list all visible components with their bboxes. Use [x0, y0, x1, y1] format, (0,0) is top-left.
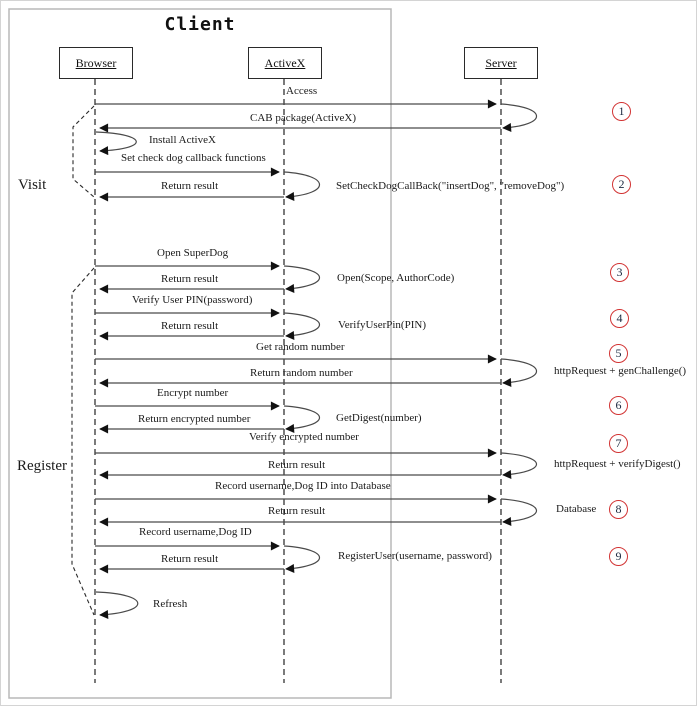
message-label-access: Access [286, 85, 318, 97]
message-label-genchallenge: httpRequest + genChallenge() [554, 365, 687, 377]
phase-label-visit: Visit [18, 177, 47, 193]
message-label-return-encrypted: Return encrypted number [138, 413, 251, 425]
message-arrows [95, 99, 537, 620]
message-label-verify-encrypted: Verify encrypted number [249, 431, 359, 443]
message-label-return-result-5: Return result [268, 505, 326, 517]
message-label-return-result-1: Return result [161, 180, 219, 192]
actor-activex-label: ActiveX [264, 55, 306, 70]
actor-server-label: Server [485, 55, 517, 70]
message-label-database: Database [556, 503, 597, 515]
message-label-verify-user-pin: Verify User PIN(password) [132, 294, 253, 306]
message-label-return-result-6: Return result [161, 553, 219, 565]
loop-activex-4 [283, 405, 320, 433]
diagram-title: Client [164, 14, 236, 35]
message-label-return-random: Return random number [250, 367, 353, 379]
lifelines [94, 79, 502, 683]
loop-server-3 [500, 452, 537, 479]
message-label-return-result-3: Return result [161, 320, 219, 332]
message-label-record-into-db: Record username,Dog ID into Database [215, 480, 391, 492]
step-badge-9: 9 [609, 547, 628, 566]
message-label-return-result-4: Return result [268, 459, 326, 471]
step-badge-5: 5 [609, 344, 628, 363]
step-badge-4: 4 [610, 309, 629, 328]
message-label-set-check-dog: Set check dog callback functions [121, 152, 266, 164]
step-badge-8: 8 [609, 500, 628, 519]
client-boundary-box [8, 8, 392, 699]
message-label-setcheckdogcallback: SetCheckDogCallBack("insertDog", "remove… [336, 180, 565, 192]
actor-browser: Browser [59, 47, 133, 79]
message-label-refresh: Refresh [153, 598, 188, 610]
message-label-open-superdog: Open SuperDog [157, 247, 229, 259]
message-label-encrypt-number: Encrypt number [157, 387, 229, 399]
phase-brackets [71, 105, 95, 616]
visit-bracket [72, 105, 95, 198]
message-label-verifyuserpin: VerifyUserPin(PIN) [338, 319, 426, 331]
step-badge-7: 7 [609, 434, 628, 453]
loop-refresh [95, 591, 139, 620]
loop-activex-1 [283, 171, 320, 201]
message-label-registeruser: RegisterUser(username, password) [338, 550, 492, 562]
message-label-verifydigest: httpRequest + verifyDigest() [554, 458, 681, 470]
message-label-cab-package: CAB package(ActiveX) [250, 112, 356, 124]
message-label-record-username: Record username,Dog ID [139, 526, 252, 538]
actor-activex: ActiveX [248, 47, 322, 79]
loop-activex-5 [283, 545, 320, 573]
actor-browser-label: Browser [75, 55, 117, 70]
message-label-return-result-2: Return result [161, 273, 219, 285]
step-badge-2: 2 [612, 175, 631, 194]
step-badge-3: 3 [610, 263, 629, 282]
step-badge-6: 6 [609, 396, 628, 415]
message-label-open-scope: Open(Scope, AuthorCode) [337, 272, 455, 284]
register-bracket [71, 267, 95, 616]
message-label-install-activex: Install ActiveX [149, 134, 216, 146]
message-label-get-random: Get random number [256, 341, 345, 353]
message-label-getdigest: GetDigest(number) [336, 412, 422, 424]
loop-activex-3 [283, 312, 320, 340]
loop-server-1 [500, 103, 537, 132]
loop-install-activex [95, 131, 137, 156]
loop-server-4 [500, 498, 537, 526]
phase-label-register: Register [17, 458, 67, 474]
loop-activex-2 [283, 265, 320, 293]
actor-server: Server [464, 47, 538, 79]
loop-server-2 [500, 358, 537, 387]
step-badge-1: 1 [612, 102, 631, 121]
